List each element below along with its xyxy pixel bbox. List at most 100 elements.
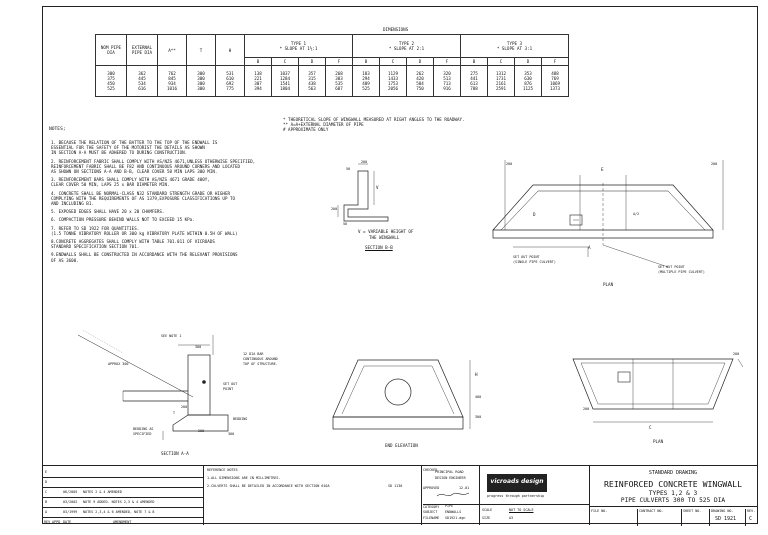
setout-multi-1: SET OUT POINT [658, 265, 685, 269]
note-item: 2. REINFORCEMENT FABRIC SHALL COMPLY WIT… [51, 159, 321, 175]
approval-category-value: PIPE [445, 504, 454, 508]
table-cell: 445 [138, 76, 146, 81]
plan-bottom-title: PLAN [653, 439, 664, 444]
approval-engineer: DESIGN ENGINEER [435, 476, 466, 480]
table-cell: 531 [226, 71, 234, 76]
approval-subject-value: ENDWALLS [445, 510, 462, 514]
note-line: 5. EXPOSED EDGES SHALL HAVE 20 x 20 CHAM… [51, 209, 165, 215]
aa-dim5: 300 [228, 432, 235, 436]
signature [436, 492, 470, 497]
drawing-no-label: DRAWING NO. [709, 509, 733, 526]
approval-filename-value: SD1921.dgn [445, 516, 466, 520]
table-cell: 1731 [495, 76, 507, 81]
note-item: 6. COMPACTION PRESSURE BEHIND WALLS NOT … [51, 217, 321, 222]
bb-v-label: V [376, 185, 379, 190]
plan-top-a2-label: A/2 [633, 212, 640, 216]
table-cell: 1753 [387, 81, 399, 86]
setout-single-2: (SINGLE PIPE CULVERT) [513, 260, 556, 264]
dimensions-table: NOM PIPE DIA EXTERNAL PIPE DIA A** T H T… [95, 34, 569, 97]
subheader-11: F [541, 57, 569, 66]
aa-setout-2: POINT [223, 387, 234, 391]
note-item: 8.CONCRETE AGGREGATES SHALL COMPLY WITH … [51, 239, 321, 249]
elev-dim2: 300 [475, 415, 482, 419]
table-cell: 1129 [387, 71, 399, 76]
table-cell: 535 [335, 81, 343, 86]
table-cell: 1069 [549, 81, 561, 86]
table-cell: 294 [362, 76, 370, 81]
table-cell: 613 [470, 81, 478, 86]
plan-top-e-label: E [601, 167, 604, 172]
ref-note-2: 2.CULVERTS SHALL BE DETAILED IN ACCORDAN… [207, 484, 330, 488]
table-cell: 262 [416, 71, 424, 76]
table-cell: 1433 [387, 76, 399, 81]
note-line: 1. BECAUSE THE RELATION OF THE BATTER TO… [51, 140, 218, 145]
table-cell: 916 [443, 86, 451, 91]
revision-desc: NOTE 9 ADDED. NOTES 2,3 & 4 AMENDED [83, 500, 155, 504]
aa-note-ref: SEE NOTE 1 [161, 334, 182, 338]
table-cell: 563 [308, 86, 316, 91]
table-cell: 876 [524, 81, 532, 86]
table-cell: 315 [308, 76, 316, 81]
revision-desc: NOTES 2 & 4 AMENDED [83, 490, 122, 494]
setout-multi-2: (MULTIPLE PIPE CULVERT) [658, 270, 705, 274]
table-cell: 769 [551, 76, 559, 81]
note-item: 9.ENDWALLS SHALL BE CONSTRUCTED IN ACCOR… [51, 252, 321, 262]
note-line: 4. CONCRETE SHALL BE NORMAL-CLASS N32 ST… [51, 190, 230, 196]
revision-header: REV APPD DATE AMENDMENT [43, 517, 203, 526]
table-cell: 375 [107, 76, 115, 81]
header-t: T [186, 34, 216, 66]
table-cell: 2056 [387, 86, 399, 91]
ref-code: SD 1130 [388, 484, 403, 488]
plan-top-dim-right: 200 [711, 162, 718, 166]
size-value: A3 [509, 516, 514, 520]
aa-bedding: BEDDING [233, 417, 248, 421]
std-drawing: STANDARD DRAWING [648, 470, 698, 476]
table-cell: 409 [362, 81, 370, 86]
logo-sub: progress through partnership [487, 494, 545, 498]
table-cell: 1284 [279, 76, 291, 81]
table-cell: 1125 [522, 86, 534, 91]
rev-hdr-appd: APPD [52, 520, 61, 524]
ref-title: REFERENCE NOTES [207, 468, 238, 472]
notes-title: NOTES; [49, 127, 66, 132]
revision-row: D [43, 477, 203, 488]
table-cell: 221 [254, 76, 262, 81]
table-cell: 750 [416, 86, 424, 91]
note-line: OF AS 3600. [51, 257, 79, 263]
header-type1: TYPE 1* SLOPE AT 1½:1 [244, 34, 353, 58]
aa-bar-note-1: 12 DIA BAR [243, 352, 264, 356]
aa-bar-note-3: TOP OF STRUCTURE. [243, 362, 278, 366]
sheet-no-label: SHEET NO. [681, 509, 701, 526]
table-cell: 2591 [495, 86, 507, 91]
table-cell: 450 [107, 81, 115, 86]
note-line: COMPLYING WITH THE REQUIREMENTS OF AS 13… [51, 195, 236, 201]
subheader-8: B [460, 57, 488, 66]
table-cell: 307 [254, 81, 262, 86]
aa-dim3: T [173, 411, 176, 415]
revision-letter: E [45, 470, 48, 474]
table-cell: 687 [335, 86, 343, 91]
revision-desc: NOTES 2,3,4 & 6 AMENDED, NOTE 7 & 8 [83, 510, 155, 514]
type3-slope: * SLOPE AT 3:1 [496, 46, 533, 51]
subheader-6: D [406, 57, 434, 66]
section-aa-drawing [77, 329, 229, 440]
drawing-title-area: STANDARD DRAWING REINFORCED CONCRETE WIN… [589, 466, 757, 526]
aa-bedding-as-1: BEDDING AS [133, 427, 154, 431]
header-type3: TYPE 3* SLOPE AT 3:1 [460, 34, 569, 58]
revision-letter: B [45, 500, 48, 504]
table-cell: 525 [362, 86, 370, 91]
types-title: TYPES 1,2 & 3 [648, 490, 698, 497]
aa-dim2: 200 [181, 405, 188, 409]
approval-approved-label: APPROVED [423, 486, 440, 490]
notes-list: 1. BECAUSE THE RELATION OF THE BATTER TO… [51, 140, 321, 266]
bb-caption-1: V = VARIABLE HEIGHT OF [358, 229, 414, 234]
note-line: 7. REFER TO SD 1922 FOR QUANTITIES. [51, 225, 140, 231]
note-line: IN SECTION A-A MUST BE ADHERED TO DURING… [51, 150, 188, 156]
